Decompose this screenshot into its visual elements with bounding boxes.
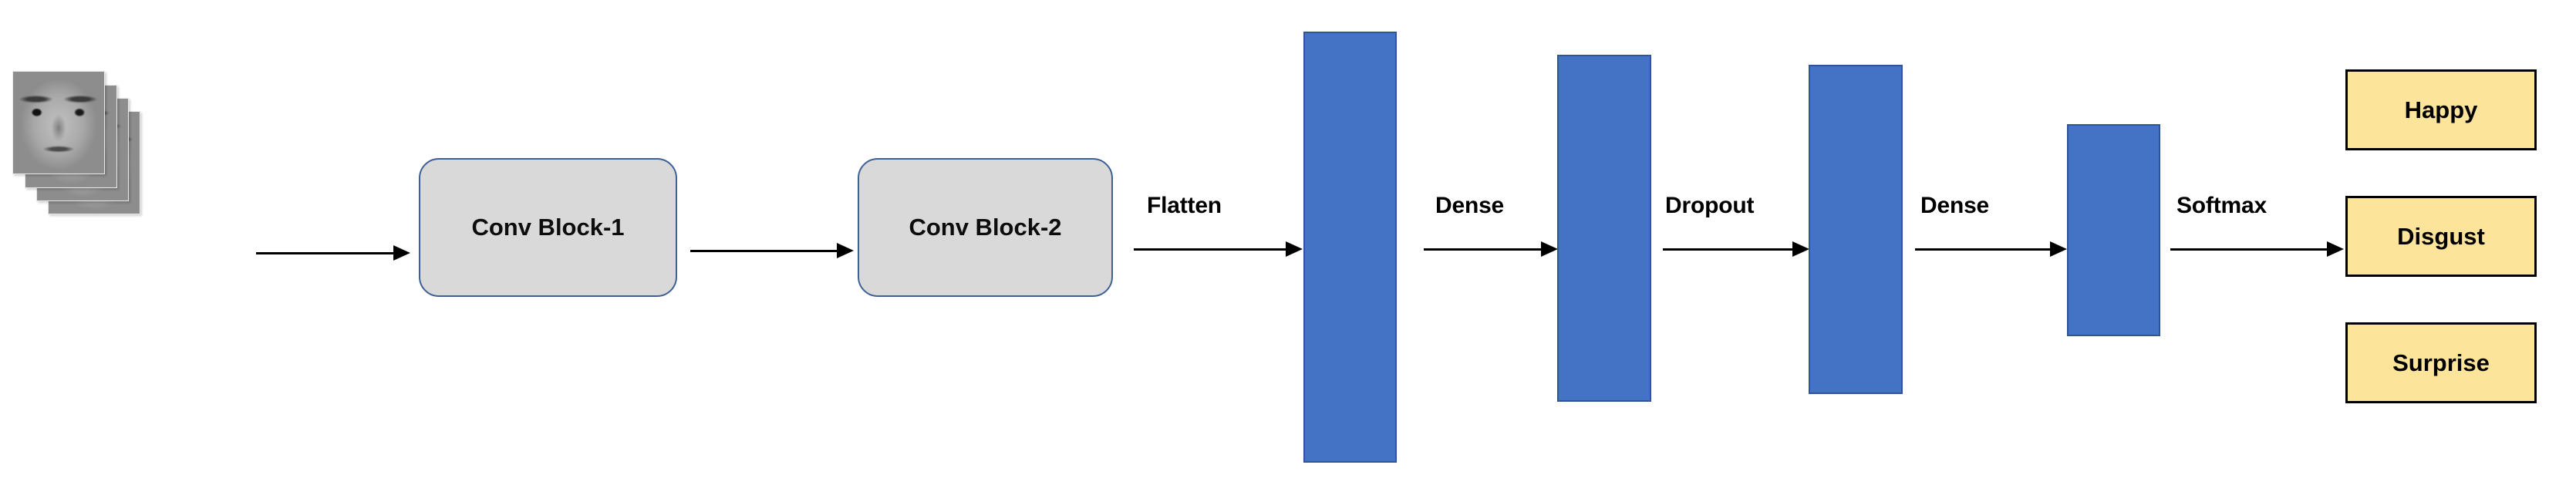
output-class-surprise[interactable]: Surprise <box>2345 322 2537 403</box>
dense-1-bar[interactable] <box>1557 55 1651 402</box>
arrow-shaft <box>1134 248 1288 251</box>
dense-2-bar[interactable] <box>2067 124 2160 336</box>
arrow-head <box>2327 241 2344 257</box>
arrow-shaft <box>690 250 838 252</box>
arrow-shaft <box>1663 248 1795 251</box>
output-class-surprise-label: Surprise <box>2392 349 2490 376</box>
output-class-disgust[interactable]: Disgust <box>2345 196 2537 277</box>
output-class-happy[interactable]: Happy <box>2345 69 2537 150</box>
face-image-1 <box>12 71 105 174</box>
output-class-disgust-label: Disgust <box>2397 222 2485 250</box>
conv-block-2-label: Conv Block-2 <box>909 214 1062 241</box>
flatten-label: Flatten <box>1147 193 1222 218</box>
flatten-vector-bar[interactable] <box>1303 32 1397 463</box>
arrow-head <box>393 245 410 261</box>
arrow-shaft <box>1424 248 1543 251</box>
dropout-bar[interactable] <box>1809 65 1903 394</box>
arrow-shaft <box>256 252 395 254</box>
dense-2-label: Dense <box>1920 193 1990 218</box>
face-art <box>13 72 104 174</box>
arrow-head <box>837 243 854 258</box>
arrow-head <box>1541 241 1558 257</box>
arrow-head <box>2050 241 2067 257</box>
conv-block-1[interactable]: Conv Block-1 <box>419 158 677 297</box>
conv-block-2[interactable]: Conv Block-2 <box>858 158 1113 297</box>
output-class-happy-label: Happy <box>2404 96 2478 123</box>
arrow-shaft <box>1915 248 2052 251</box>
face-image-stack <box>12 71 140 217</box>
arrow-head <box>1792 241 1809 257</box>
dropout-label: Dropout <box>1665 193 1755 218</box>
dense-1-label: Dense <box>1435 193 1505 218</box>
softmax-label: Softmax <box>2176 193 2267 218</box>
arrow-shaft <box>2170 248 2329 251</box>
arrow-head <box>1286 241 1303 257</box>
conv-block-1-label: Conv Block-1 <box>471 214 625 241</box>
